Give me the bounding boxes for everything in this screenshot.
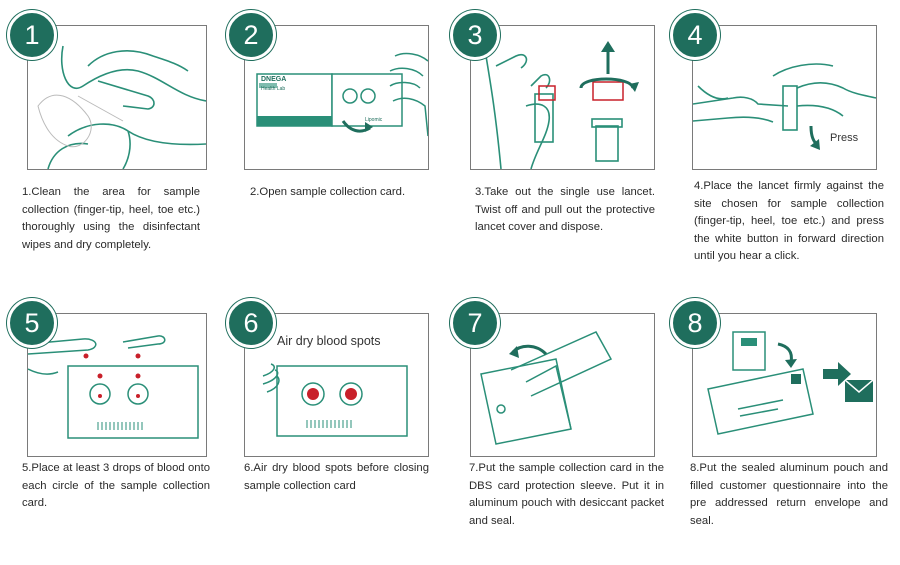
protection-sleeve-icon xyxy=(480,331,613,445)
step-3-number-badge: 3 xyxy=(450,10,500,60)
step-7-number-badge: 7 xyxy=(450,298,500,348)
step-3-illustration xyxy=(470,25,655,170)
step-6-number-badge: 6 xyxy=(226,298,276,348)
air-dry-label: Air dry blood spots xyxy=(277,334,381,348)
card-brand: DNEGA xyxy=(261,76,287,83)
air-dry-icon xyxy=(262,363,408,437)
open-card-icon xyxy=(256,52,428,137)
step-2-number-badge: 2 xyxy=(226,10,276,60)
step-1-caption: 1.Clean the area for sample collection (… xyxy=(22,186,200,251)
step-8-number-badge: 8 xyxy=(670,298,720,348)
clean-finger-icon xyxy=(37,45,206,169)
step-6-caption: 6.Air dry blood spots before closing sam… xyxy=(244,462,429,492)
step-1-number-badge: 1 xyxy=(7,10,57,60)
step-3-caption: 3.Take out the single use lancet. Twist … xyxy=(475,186,655,234)
step-6-illustration: Air dry blood spots xyxy=(244,313,429,457)
step-7-illustration xyxy=(470,313,655,457)
envelope-icon xyxy=(707,331,874,435)
step-5-caption: 5.Place at least 3 drops of blood onto e… xyxy=(22,462,210,510)
lancet-icon xyxy=(485,41,639,169)
step-5-number-badge: 5 xyxy=(7,298,57,348)
press-label: Press xyxy=(830,132,859,144)
step-8-illustration xyxy=(692,313,877,457)
step-7-caption: 7.Put the sample collection card in the … xyxy=(469,462,664,527)
step-2-caption: 2.Open sample collection card. xyxy=(250,186,406,198)
step-4-illustration: Press xyxy=(692,25,877,170)
step-2-illustration: DNEGA Health Lab Lipomic xyxy=(244,25,429,170)
step-1-illustration xyxy=(27,25,207,170)
press-lancet-icon xyxy=(693,63,876,150)
step-4-caption: 4.Place the lancet firmly against the si… xyxy=(694,180,884,263)
card-sub: Health Lab xyxy=(261,86,286,92)
blood-drops-icon xyxy=(28,335,199,439)
card-foot: Lipomic xyxy=(365,117,383,123)
step-8-caption: 8.Put the sealed aluminum pouch and fill… xyxy=(690,462,888,527)
step-5-illustration xyxy=(27,313,207,457)
step-4-number-badge: 4 xyxy=(670,10,720,60)
